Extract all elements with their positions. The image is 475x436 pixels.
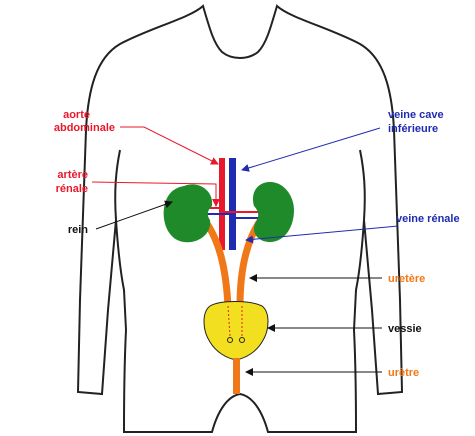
left-arm-crease [115, 150, 120, 220]
label-veine-cave-1: veine cave [388, 109, 444, 121]
right-kidney [253, 182, 294, 242]
label-veine-cave-2: inférieure [388, 123, 438, 135]
label-uretere: uretère [388, 273, 425, 285]
urethra [233, 358, 240, 394]
label-rein: rein [68, 224, 88, 236]
rein-leader [96, 202, 172, 229]
label-aorte-2: abdominale [54, 122, 115, 134]
label-aorte-1: aorte [63, 109, 90, 121]
bladder [204, 302, 268, 361]
label-artere-1: artère [57, 169, 88, 181]
label-veine-renale: veine rénale [396, 213, 460, 225]
label-vessie: vessie [388, 323, 422, 335]
abdominal-aorta [219, 158, 225, 250]
label-artere-2: rénale [56, 183, 88, 195]
right-arm-crease [360, 150, 365, 220]
left-kidney [164, 184, 213, 242]
label-uretre: urètre [388, 367, 419, 379]
aorte-leader [120, 127, 218, 164]
vena-cava [229, 158, 236, 250]
veine-cave-leader [242, 128, 380, 170]
